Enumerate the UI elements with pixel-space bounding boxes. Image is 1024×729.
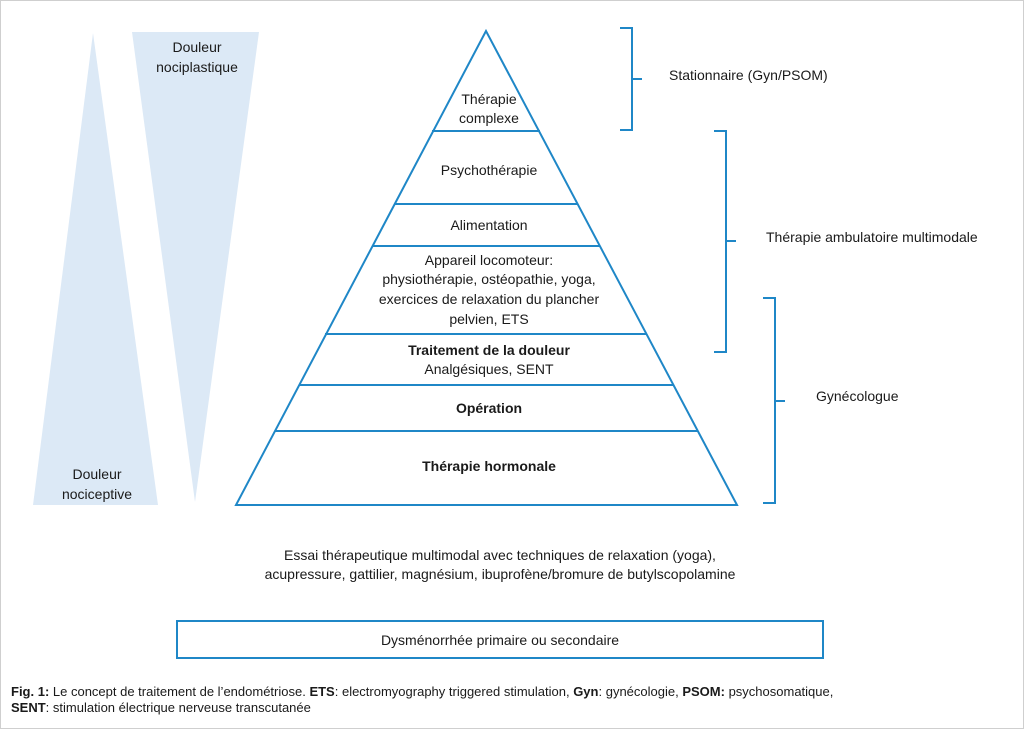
caption-gyn-text: : gynécologie,	[598, 684, 683, 699]
caption-fig-label: Fig. 1:	[11, 684, 50, 699]
nociplastic-label-line2: nociplastique	[156, 59, 238, 75]
nociceptive-label-line1: Douleur	[72, 466, 121, 482]
level-complex-therapy-line1: Thérapie	[461, 91, 516, 107]
caption-ets-text: : electromyography triggered stimulation…	[334, 684, 574, 699]
pyramid-outline	[234, 28, 739, 506]
therapy-note: Essai thérapeutique multimodal avec tech…	[200, 546, 800, 584]
label-ambulatory: Thérapie ambulatoire multimodale	[766, 229, 978, 245]
caption-sent-text: : stimulation électrique nerveuse transc…	[45, 700, 311, 715]
level-locomotor-line2: physiothérapie, ostéopathie, yoga,	[382, 271, 595, 287]
level-surgery: Opération	[456, 400, 522, 416]
caption-sent-abbr: SENT	[11, 700, 46, 715]
base-box-label: Dysménorrhée primaire ou secondaire	[380, 631, 620, 648]
figure-caption: Fig. 1: Le concept de traitement de l’en…	[11, 684, 1011, 716]
level-hormone-therapy: Thérapie hormonale	[422, 458, 556, 474]
bracket-gynecologist	[763, 297, 785, 504]
label-gynecologist: Gynécologue	[816, 388, 899, 404]
caption-psom-abbr: PSOM:	[682, 684, 725, 699]
caption-ets-abbr: ETS	[309, 684, 335, 699]
level-psychotherapy: Psychothérapie	[441, 162, 538, 178]
caption-intro: Le concept de traitement de l’endométrio…	[49, 684, 310, 699]
base-box-dysmenorrhea: Dysménorrhée primaire ou secondaire	[176, 620, 824, 659]
caption-gyn-abbr: Gyn	[573, 684, 599, 699]
nociceptive-wedge	[33, 33, 158, 505]
nociceptive-label-line2: nociceptive	[62, 486, 132, 502]
level-locomotor-line3: exercices de relaxation du plancher	[379, 291, 600, 307]
therapy-note-line1: Essai thérapeutique multimodal avec tech…	[284, 547, 716, 563]
level-locomotor-line1: Appareil locomoteur:	[425, 252, 553, 268]
bracket-stationary	[620, 27, 642, 131]
level-nutrition: Alimentation	[450, 217, 527, 233]
bracket-ambulatory	[714, 130, 736, 353]
therapy-note-line2: acupressure, gattilier, magnésium, ibupr…	[264, 566, 736, 582]
level-complex-therapy-line2: complexe	[459, 110, 519, 126]
nociplastic-wedge	[132, 32, 259, 502]
nociplastic-label-line1: Douleur	[172, 39, 221, 55]
level-locomotor-line4: pelvien, ETS	[449, 311, 528, 327]
level-pain-treatment-detail: Analgésiques, SENT	[424, 361, 554, 377]
label-stationary: Stationnaire (Gyn/PSOM)	[669, 67, 828, 83]
level-pain-treatment-title: Traitement de la douleur	[408, 342, 570, 358]
caption-psom-text: psychosomatique,	[724, 684, 834, 699]
